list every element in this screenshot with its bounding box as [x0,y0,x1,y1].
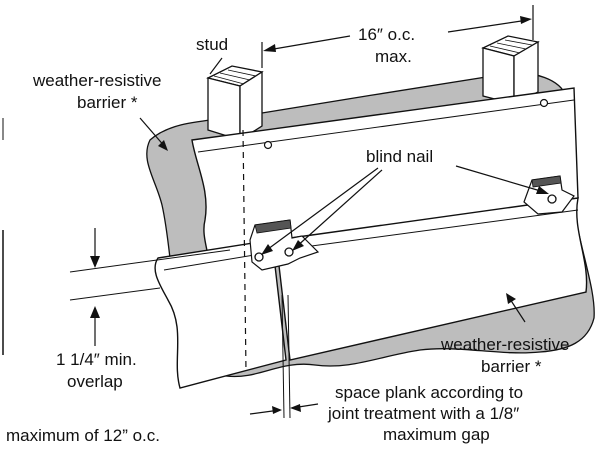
gap-label-3: maximum gap [383,425,490,444]
stud-centerline [242,129,247,373]
nail-hole [263,140,273,150]
blind-nail-leader-1 [263,167,379,253]
overlap-label-2: overlap [67,372,123,391]
lower-plank-right [275,197,588,361]
nail-head [284,247,294,257]
wrb-bottom-label-2: barrier * [481,357,542,376]
gap-label-2: joint treatment with a 1/8″ [327,404,519,423]
stud-left [206,65,264,142]
stud-leader [209,57,223,75]
gap-label: space plank according to [335,383,523,402]
spacing-label: 16″ o.c. [358,25,415,44]
overlap-label: 1 1/4″ min. [56,350,137,369]
wrb-top-label-2: barrier * [77,93,138,112]
nail-head [547,194,557,204]
blind-nail-leader-2 [294,169,383,249]
nail-hole [539,98,549,108]
wrb-top-label: weather-resistive [32,71,162,90]
spacing-dimension-left [267,35,351,51]
stud-label: stud [196,35,228,54]
lower-plank-left [154,239,287,389]
spacing-label-max: max. [375,47,412,66]
nail-clip-right [523,175,575,215]
stud-right [481,35,540,106]
spacing-dimension-right [447,19,529,33]
blind-nail-leader-3 [455,165,545,193]
footer-note: maximum of 12” o.c. [6,426,160,445]
wrb-bottom-label: weather-resistive [440,335,570,354]
blind-nail-label: blind nail [366,147,433,166]
